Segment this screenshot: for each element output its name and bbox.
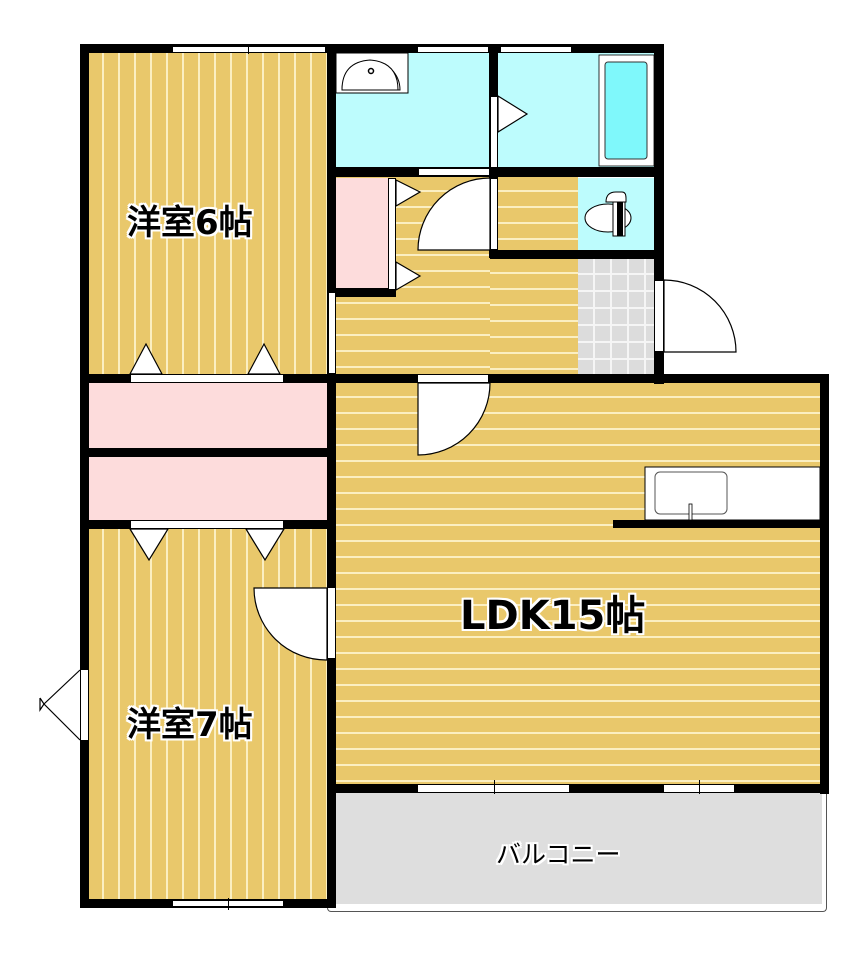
entrance-tile [578, 258, 654, 374]
window-bedroom7-left [80, 669, 89, 741]
room-label-ldk: LDK15帖 [460, 593, 646, 639]
entrance-door-icon [663, 279, 737, 353]
closet-door-bottom [130, 520, 284, 529]
room-label-western-6: 洋室6帖 [127, 203, 253, 243]
ldk-floor [336, 382, 820, 786]
hall-closet-door [388, 178, 396, 290]
wall [654, 44, 664, 384]
folding-door-icon [395, 179, 422, 208]
hall-closet-overlay [336, 178, 388, 288]
wall [327, 374, 829, 383]
window-washroom-top [417, 46, 489, 53]
wall [327, 44, 336, 908]
closet-door-top [130, 374, 284, 383]
wall [327, 167, 664, 177]
western-room-7-floor [88, 528, 328, 900]
window-open-icon [43, 669, 81, 741]
balcony-floor [336, 792, 822, 904]
window-mullion [699, 780, 700, 794]
wall [80, 44, 89, 908]
sliding-panel-hall-left [328, 292, 336, 374]
room-label-balcony: バルコニー [496, 840, 621, 869]
folding-door-icon [244, 528, 286, 562]
folding-door-icon [395, 260, 422, 292]
door-swing-icon [417, 382, 491, 456]
door-swing-icon [417, 177, 491, 251]
hallway-lower-floor [490, 258, 578, 374]
folding-door-icon [247, 342, 281, 375]
room-label-western-7: 洋室7帖 [127, 705, 253, 745]
sliding-door-washroom [418, 168, 490, 176]
wall [490, 250, 664, 259]
door-swing-icon [253, 587, 328, 661]
bath-door-icon [497, 94, 529, 134]
folding-door-icon [129, 342, 163, 375]
window-bathroom-top [500, 46, 572, 53]
folding-door-icon [128, 528, 170, 562]
closet-lower [88, 456, 328, 522]
western-room-6-floor [88, 52, 328, 376]
window-ldk-bottom-1 [417, 784, 570, 793]
wall [327, 784, 829, 793]
wall [330, 288, 396, 297]
wall [80, 44, 664, 53]
wall [80, 448, 336, 457]
window-bedroom6-top [172, 46, 326, 53]
wall [820, 374, 829, 794]
window-mullion [228, 898, 229, 910]
closet-upper [88, 382, 328, 448]
window-mullion [248, 44, 249, 54]
window-mullion [494, 780, 495, 794]
wall [613, 520, 829, 528]
